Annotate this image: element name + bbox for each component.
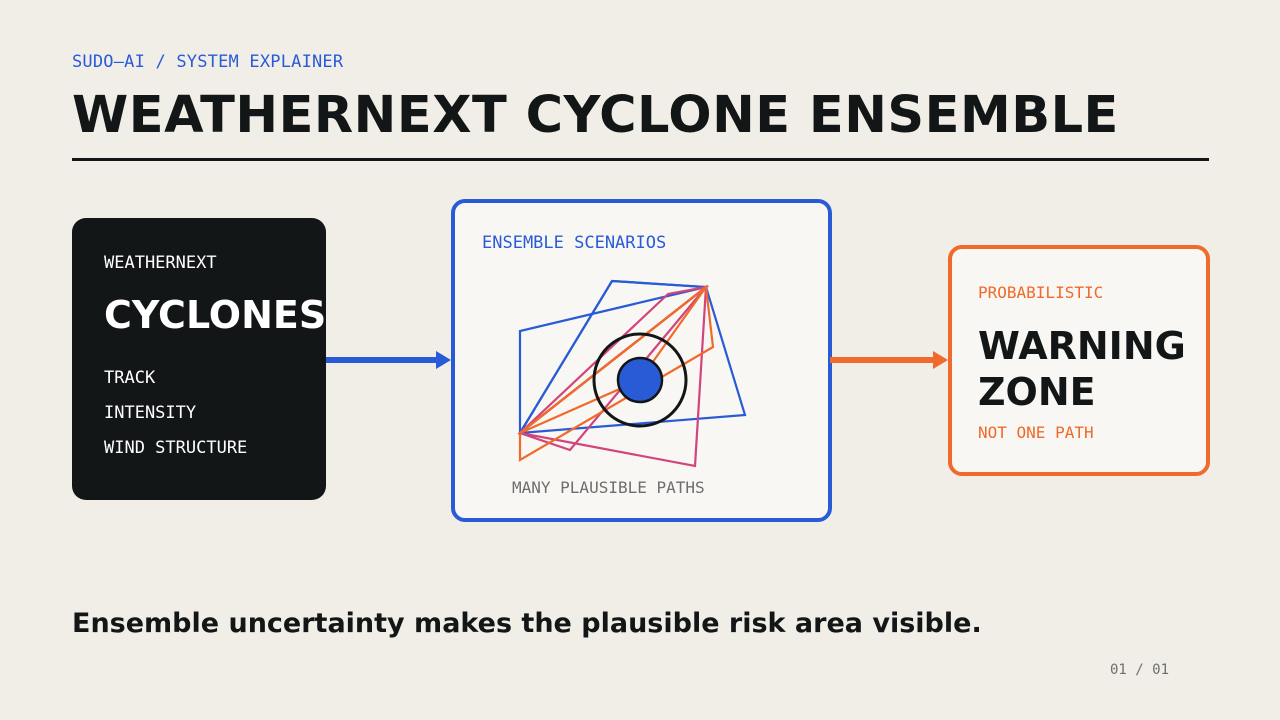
arrow-input-to-ensemble [326, 351, 451, 369]
output-card-subtitle: NOT ONE PATH [978, 423, 1094, 442]
arrow-ensemble-to-output [830, 351, 948, 369]
cyclone-ring [592, 332, 688, 428]
scenario-path-pink-1 [517, 284, 708, 468]
input-item-intensity: INTENSITY [104, 403, 197, 423]
kicker: SUDO—AI / SYSTEM EXPLAINER [72, 52, 344, 72]
ensemble-card: ENSEMBLE SCENARIOS MANY PLAUSIBLE PATHS [451, 199, 832, 522]
ensemble-paths [517, 279, 747, 468]
input-item-track: TRACK [104, 368, 156, 388]
output-card-title-line1: WARNING [978, 324, 1186, 368]
cyclone-center-icon [616, 356, 664, 404]
ensemble-card-heading: ENSEMBLE SCENARIOS [482, 233, 667, 253]
input-card-title: CYCLONES [104, 293, 327, 337]
page-title: WEATHERNEXT CYCLONE ENSEMBLE [72, 86, 1119, 145]
scenario-path-orange-3 [519, 286, 707, 434]
output-card-eyebrow: PROBABILISTIC [978, 283, 1104, 302]
input-card: WEATHERNEXT CYCLONES TRACK INTENSITY WIN… [72, 218, 326, 500]
output-card-title-line2: ZONE [978, 370, 1096, 414]
title-rule [72, 158, 1209, 161]
ensemble-card-caption: MANY PLAUSIBLE PATHS [512, 478, 705, 497]
page-number: 01 / 01 [1110, 662, 1170, 678]
input-card-eyebrow: WEATHERNEXT [104, 253, 217, 273]
input-item-wind-structure: WIND STRUCTURE [104, 438, 248, 458]
summary-text: Ensemble uncertainty makes the plausible… [72, 608, 982, 639]
